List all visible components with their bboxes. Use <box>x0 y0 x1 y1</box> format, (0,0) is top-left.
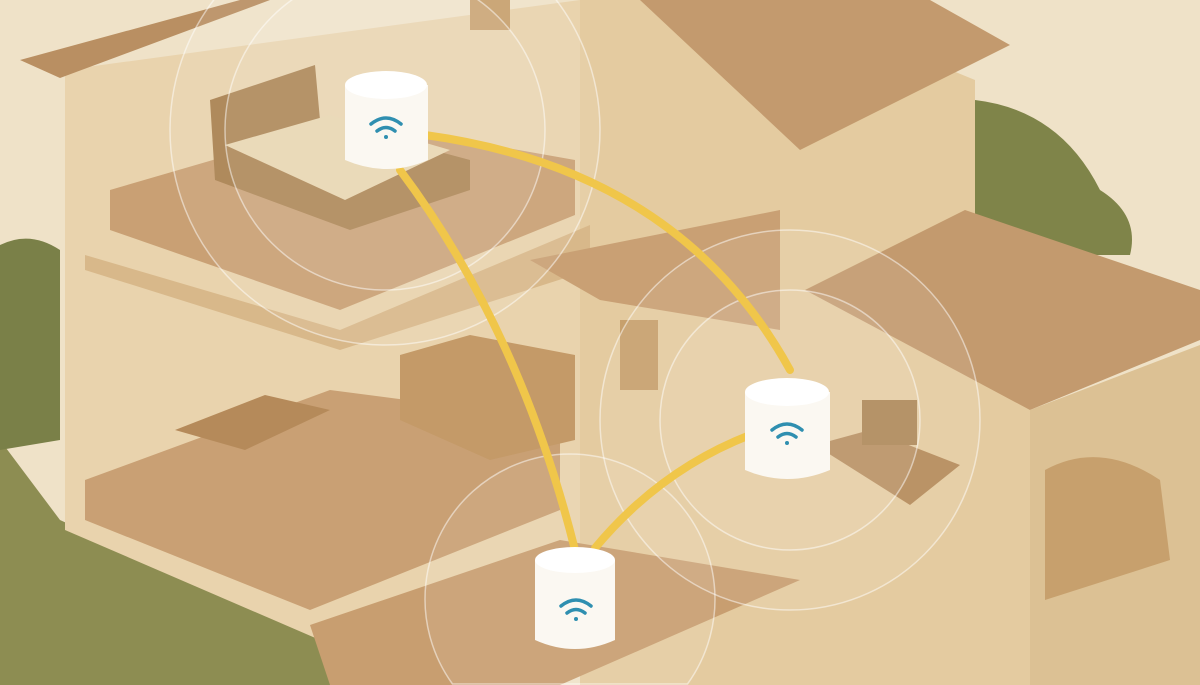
mesh-links <box>396 131 794 554</box>
lawn <box>0 440 420 685</box>
router-office[interactable] <box>745 378 830 479</box>
house-right-wall <box>580 0 1030 685</box>
wall-picture <box>470 0 510 30</box>
desk <box>815 430 960 505</box>
router-ground-floor[interactable] <box>535 547 615 649</box>
sofa <box>400 335 575 460</box>
router-upstairs[interactable] <box>345 71 428 169</box>
roof-left <box>20 0 270 78</box>
roof-center <box>640 0 1010 150</box>
car <box>1045 457 1170 600</box>
office-upper-floor <box>530 210 780 330</box>
wifi-icon <box>369 116 403 139</box>
dining-floor <box>85 390 560 610</box>
wifi-icon <box>770 422 804 445</box>
bush-right <box>975 100 1132 255</box>
monitor <box>862 400 917 445</box>
wifi-icon <box>559 598 593 621</box>
wall-frame <box>620 320 658 390</box>
upper-floor-slab <box>85 225 590 350</box>
garage-roof <box>805 210 1200 410</box>
dining-table <box>175 395 330 450</box>
bush-left <box>0 238 60 450</box>
signal-coverage <box>169 0 981 685</box>
